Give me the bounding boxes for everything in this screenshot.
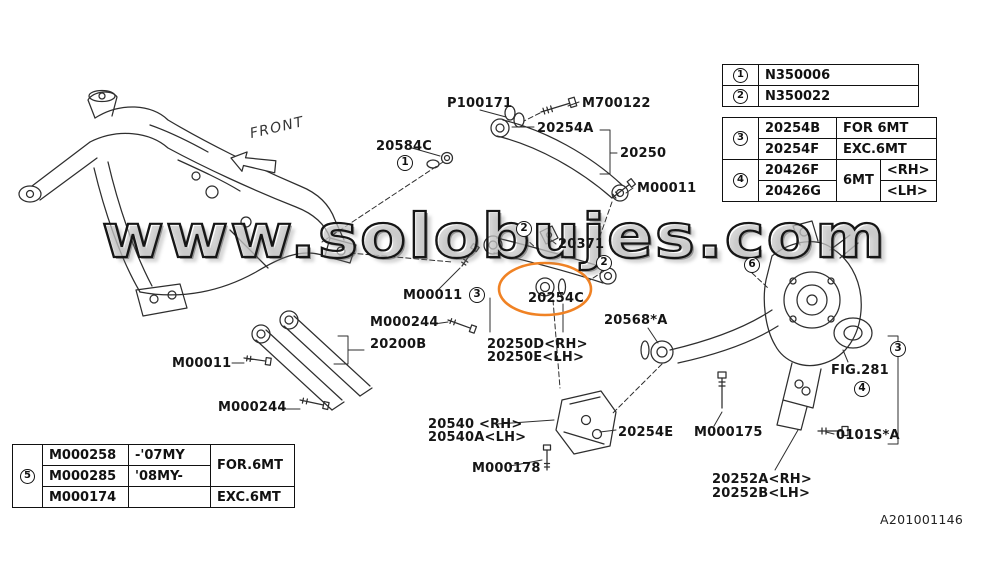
part-label-20568A: 20568*A (604, 313, 668, 328)
part-label-M000178: M000178 (472, 461, 541, 476)
table-row: 2 N350022 (722, 85, 919, 107)
callout-cell: 5 (12, 444, 43, 508)
table-row: M000285 '08MY- (13, 465, 295, 487)
callout-cell: 1 (722, 64, 759, 86)
part-label-20254C: 20254C (528, 291, 584, 306)
callout-cell: 2 (722, 85, 759, 107)
table-row: M000174 EXC.6MT (13, 486, 295, 508)
callout-2-b: 2 (596, 255, 612, 271)
part-label-20584C: 20584C (376, 139, 432, 154)
front-links-drawing (251, 310, 373, 411)
part-label-M00011-middle: M00011 (403, 288, 463, 303)
part-label-20250E-LH: 20250E<LH> (487, 350, 585, 365)
bolts-drawing (243, 96, 849, 471)
callout-6: 6 (744, 257, 760, 273)
callout-5-badge: 5 (20, 468, 35, 484)
upper-link-drawing (490, 105, 629, 202)
table-row: 4 20426F 6MT <RH> (722, 159, 937, 202)
table-row: 1 N350006 (722, 64, 919, 86)
part-label-20540A-LH: 20540A<LH> (428, 430, 527, 445)
drawing-number: A201001146 (880, 512, 964, 527)
callout-3-a: 3 (469, 287, 485, 303)
part-label-M000175: M000175 (694, 425, 763, 440)
part-number-cell: 20426F (758, 159, 837, 181)
part-number-cell: M000285 (42, 465, 129, 487)
part-label-20250D-RH: 20250D<RH> (487, 337, 588, 352)
part-number-cell: N350022 (758, 85, 919, 107)
callout-1-badge: 1 (733, 67, 748, 83)
fastener-table-nuts: 1 N350006 2 N350022 (722, 64, 919, 107)
side-cell: <LH> (879, 180, 937, 202)
side-cell: <RH> (879, 159, 937, 181)
part-label-M000244-middle: M000244 (370, 315, 439, 330)
application-cell: FOR 6MT (836, 117, 937, 139)
part-number-cell: 20426G (758, 180, 837, 202)
table-row: 20426G <LH> (723, 180, 937, 202)
part-number-cell: M000174 (42, 486, 129, 508)
knuckle-drawing (640, 220, 873, 431)
part-label-20540-RH: 20540 <RH> (428, 417, 523, 432)
callout-3-badge: 3 (733, 131, 748, 146)
callout-cell: 3 (722, 117, 759, 160)
part-number-cell: M000258 (42, 444, 129, 466)
callout-4-badge: 4 (733, 173, 748, 188)
callout-cell: 4 (722, 159, 759, 202)
application-cell: EXC.6MT (210, 486, 295, 508)
model-year-cell: -'07MY (128, 444, 211, 466)
leader-lines (231, 101, 899, 471)
bolt-table: 5 M000258 -'07MY FOR.6MT M000285 '08MY- … (12, 444, 295, 508)
callout-2-badge: 2 (733, 88, 748, 104)
mid-link-drawing (483, 225, 617, 297)
assembly-dashed-lines (321, 112, 769, 415)
part-label-0101SA: 0101S*A (836, 428, 900, 443)
bracket-20540-drawing (555, 390, 617, 455)
highlight-ring (497, 261, 593, 317)
table-row: 20254F EXC.6MT (723, 138, 937, 160)
subframe-drawing (18, 89, 357, 317)
part-label-M000244-lower: M000244 (218, 400, 287, 415)
part-label-20200B: 20200B (370, 337, 427, 352)
part-label-20252A-RH: 20252A<RH> (712, 472, 812, 487)
part-label-20371: 20371 (558, 237, 605, 252)
application-cell: EXC.6MT (836, 138, 937, 160)
fastener-table-bushings: 3 20254B FOR 6MT 20254F EXC.6MT 4 20426F… (722, 117, 937, 202)
part-label-20250: 20250 (620, 146, 667, 161)
application-cell: 6MT (836, 159, 881, 202)
model-year-cell (128, 486, 211, 508)
model-year-cell: '08MY- (128, 465, 211, 487)
application-cell: FOR.6MT (210, 444, 295, 487)
part-number-cell: N350006 (758, 64, 919, 86)
part-label-FIG281: FIG.281 (831, 363, 889, 378)
part-label-P100171: P100171 (447, 96, 513, 111)
part-label-M700122: M700122 (582, 96, 651, 111)
callout-4: 4 (854, 381, 870, 397)
table-row: 5 M000258 -'07MY FOR.6MT (12, 444, 295, 508)
part-label-20254A: 20254A (537, 121, 594, 136)
table-row: 3 20254B FOR 6MT (722, 117, 937, 160)
part-label-20254E: 20254E (618, 425, 674, 440)
callout-3-b: 3 (890, 341, 906, 357)
part-number-cell: 20254F (758, 138, 837, 160)
part-label-M00011-upper: M00011 (637, 181, 697, 196)
part-label-M00011-left: M00011 (172, 356, 232, 371)
part-label-20252B-LH: 20252B<LH> (712, 486, 811, 501)
callout-1: 1 (397, 155, 413, 171)
front-arrow-icon (230, 151, 277, 174)
callout-2-a: 2 (516, 221, 532, 237)
part-number-cell: 20254B (758, 117, 837, 139)
